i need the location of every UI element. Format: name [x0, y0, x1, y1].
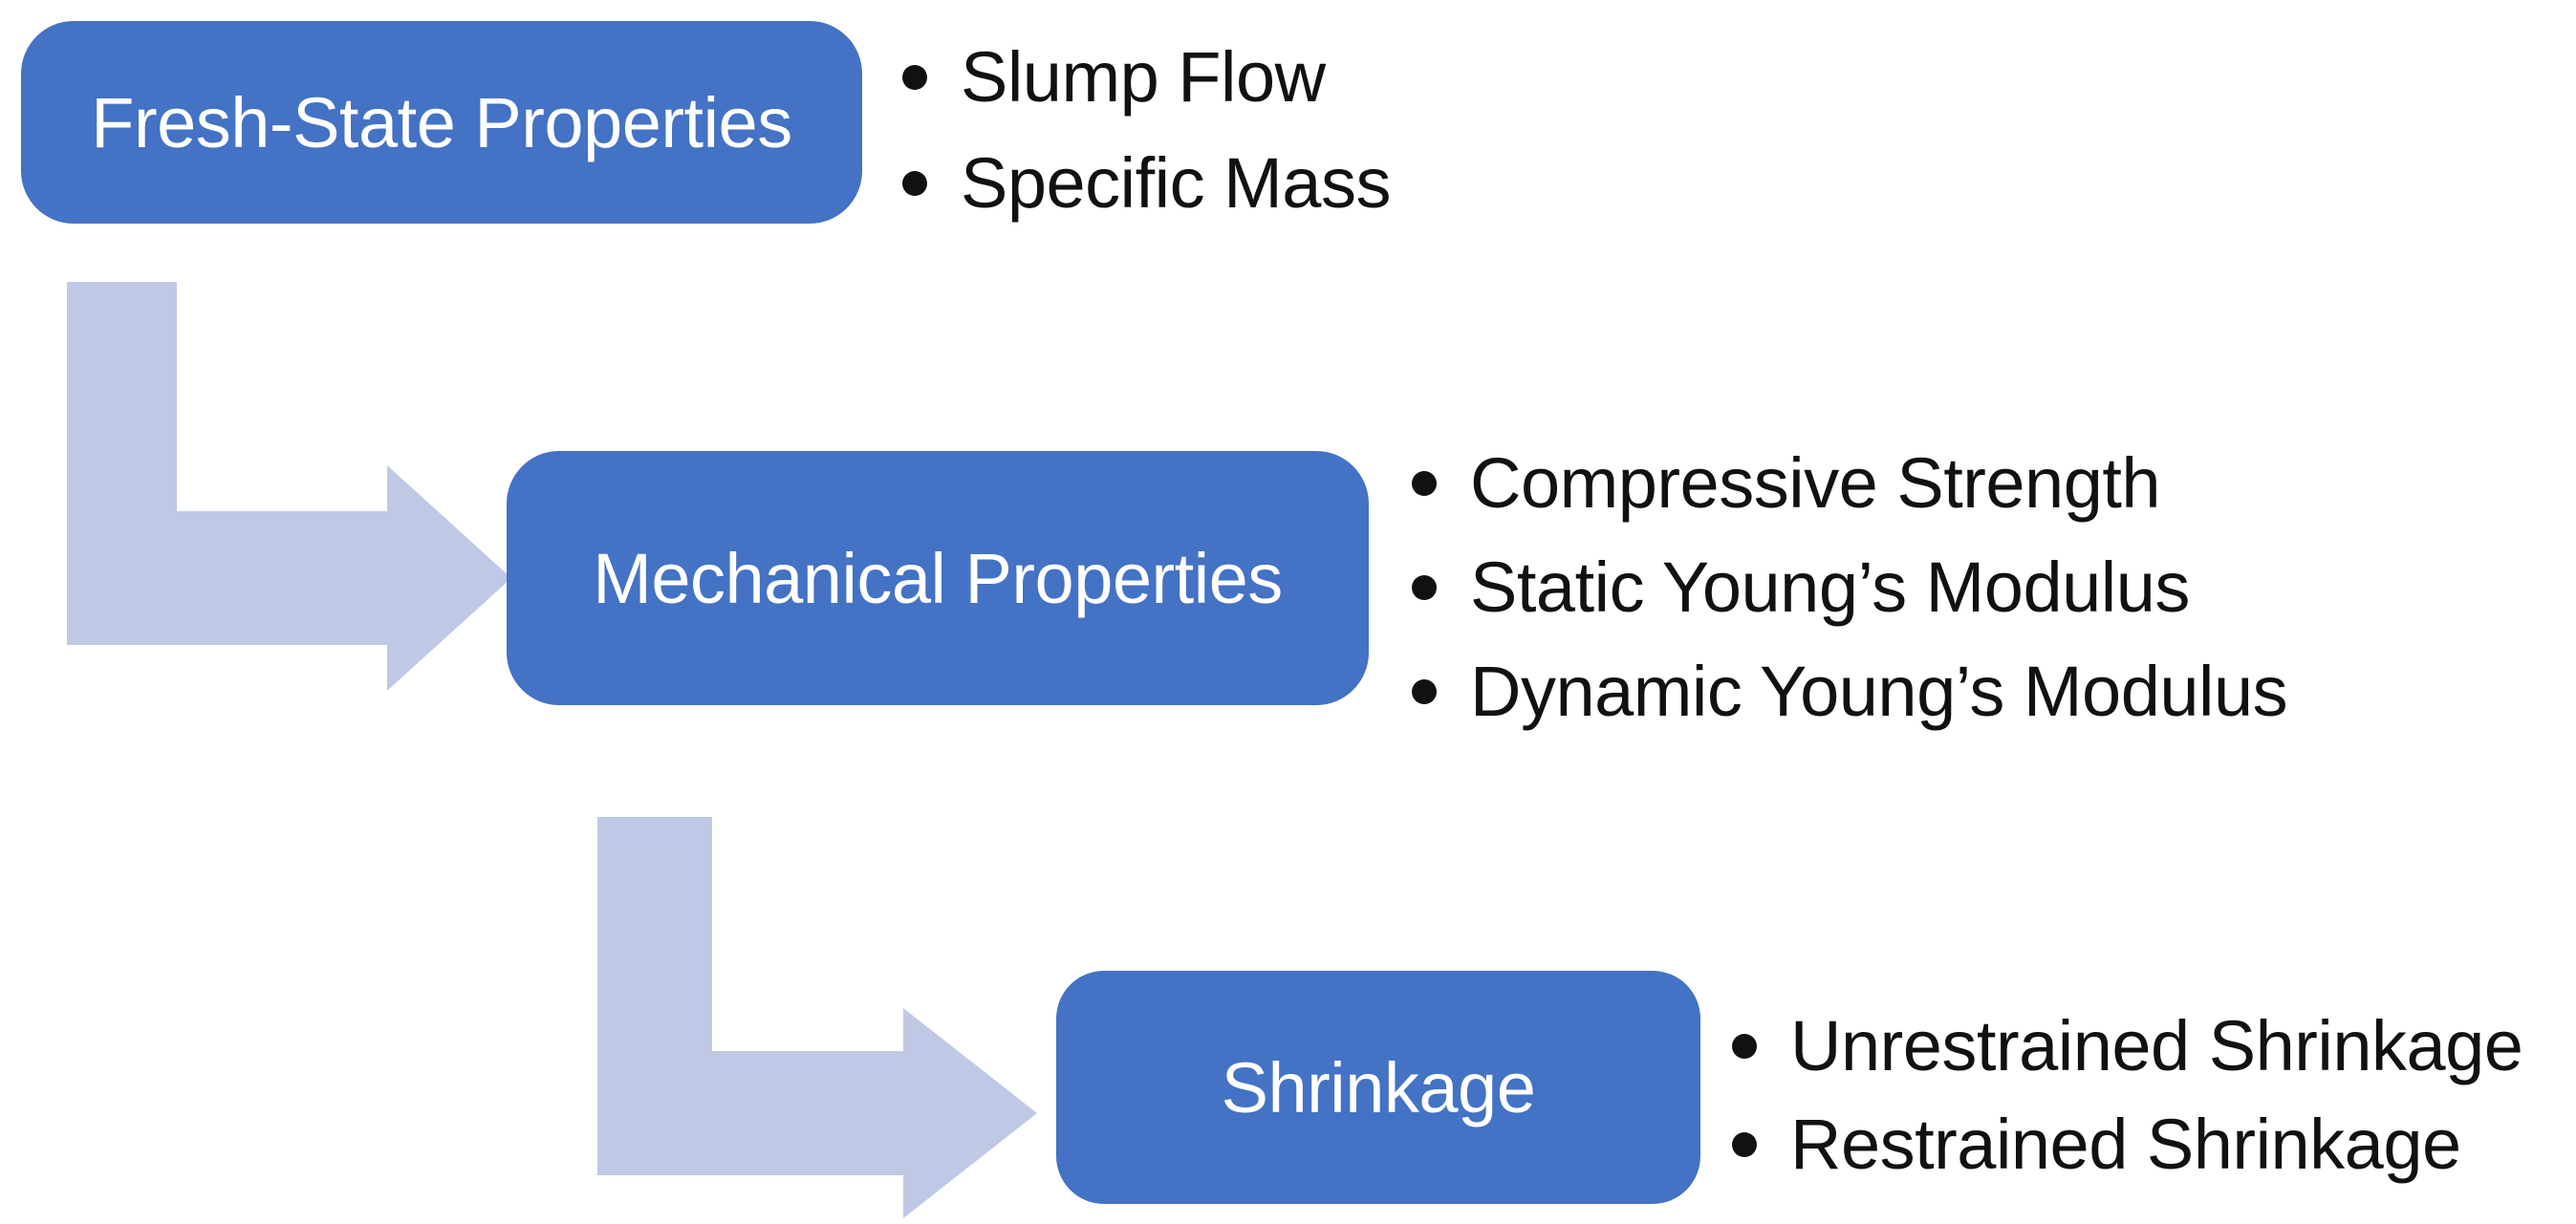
bullet-list-fresh-state: Slump Flow Specific Mass: [889, 24, 1391, 236]
list-item-label: Dynamic Young’s Modulus: [1470, 652, 2288, 731]
node-fresh-state-properties: Fresh-State Properties: [21, 21, 862, 224]
node-label: Shrinkage: [1221, 1047, 1536, 1127]
list-item: Static Young’s Modulus: [1398, 535, 2287, 639]
list-item-label: Compressive Strength: [1470, 443, 2161, 523]
list-item: Slump Flow: [889, 24, 1391, 130]
bullet-dot-icon: [1732, 1131, 1757, 1157]
bullet-dot-icon: [1412, 574, 1437, 600]
bullet-list-mechanical: Compressive Strength Static Young’s Modu…: [1398, 431, 2288, 743]
bullet-list-shrinkage: Unrestrained Shrinkage Restrained Shrink…: [1719, 997, 2523, 1193]
list-item-label: Unrestrained Shrinkage: [1790, 1006, 2523, 1085]
list-item: Dynamic Young’s Modulus: [1398, 639, 2288, 743]
list-item: Specific Mass: [889, 130, 1391, 236]
node-shrinkage: Shrinkage: [1056, 971, 1700, 1204]
list-item-label: Restrained Shrinkage: [1790, 1105, 2461, 1184]
list-item: Compressive Strength: [1398, 431, 2287, 535]
list-item-label: Slump Flow: [961, 37, 1326, 117]
node-mechanical-properties: Mechanical Properties: [507, 451, 1369, 705]
bent-arrow-down-right-icon: [67, 282, 511, 691]
list-item-label: Specific Mass: [961, 143, 1391, 223]
bullet-dot-icon: [1412, 470, 1437, 496]
bullet-dot-icon: [902, 170, 927, 196]
node-label: Mechanical Properties: [593, 538, 1283, 618]
bent-arrow-down-right-icon: [597, 817, 1037, 1218]
node-label: Fresh-State Properties: [91, 82, 792, 162]
list-item: Restrained Shrinkage: [1719, 1095, 2522, 1193]
list-item: Unrestrained Shrinkage: [1719, 997, 2523, 1095]
bullet-dot-icon: [902, 64, 927, 90]
bullet-dot-icon: [1412, 678, 1437, 704]
bullet-dot-icon: [1732, 1033, 1757, 1059]
list-item-label: Static Young’s Modulus: [1470, 548, 2190, 627]
